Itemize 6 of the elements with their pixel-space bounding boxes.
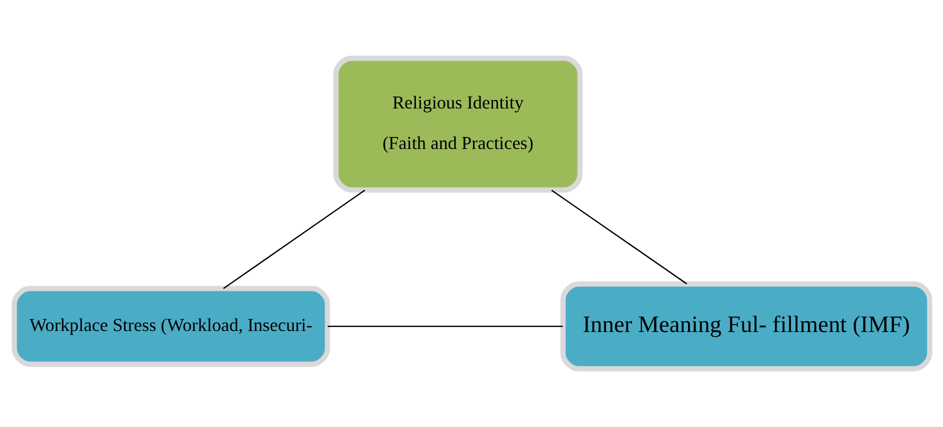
connector	[550, 190, 687, 284]
node-box: Inner Meaning Ful- fillment (IMF)	[560, 281, 932, 372]
node-box: Religious Identity (Faith and Practices)	[332, 56, 582, 193]
connector	[222, 190, 365, 290]
node-box: Workplace Stress (Workload, Insecuri-	[11, 286, 330, 367]
connector	[327, 326, 562, 328]
